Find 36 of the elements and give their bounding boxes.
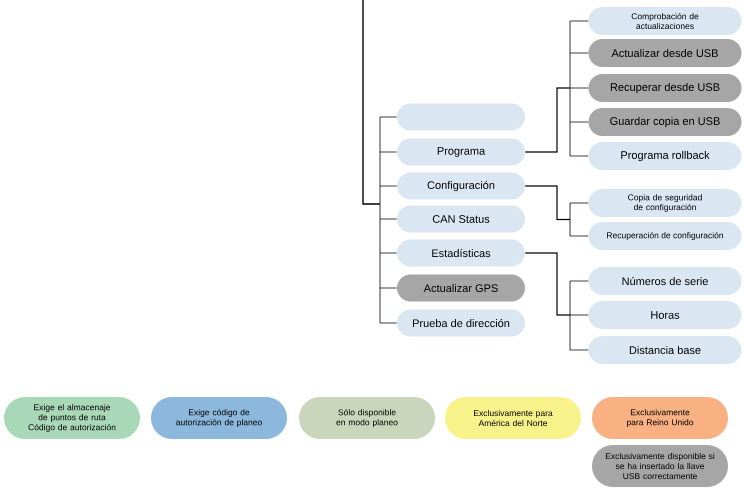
menu-pill: Horas	[588, 301, 742, 329]
connector-line	[570, 314, 589, 316]
menu-pill: Programa	[397, 138, 525, 166]
connector-line	[570, 202, 589, 204]
legend-item: Exclusivamente para América del Norte	[445, 397, 581, 439]
menu-pill: Prueba de dirección	[397, 310, 525, 336]
menu-pill: Configuración	[397, 172, 525, 200]
legend-item: Sólo disponible en modo planeo	[299, 397, 435, 439]
trunk-line	[525, 87, 570, 153]
connector-line	[380, 116, 398, 118]
menu-pill: Comprobación de actualizaciones	[588, 7, 742, 35]
menu-pill: Copia de seguridad de configuración	[588, 189, 742, 217]
connector-line	[380, 218, 398, 220]
menu-pill: Recuperación de configuración	[588, 222, 742, 250]
menu-pill: Números de serie	[588, 267, 742, 295]
trunk-line	[525, 185, 570, 220]
legend-item: Exige código de autorización de planeo	[151, 397, 287, 439]
legend-item: Exige el almacenaje de puntos de ruta Código de autorización	[4, 397, 140, 439]
connector-line	[570, 280, 589, 282]
legend-item: Exclusivamente para Reino Unido	[592, 397, 728, 439]
menu-pill: Actualizar GPS	[397, 274, 525, 302]
menu-pill: Guardar copia en USB	[588, 108, 742, 136]
trunk-line	[525, 252, 570, 316]
trunk-line	[362, 0, 380, 205]
connector-line	[570, 20, 589, 22]
menu-pill: Actualizar desde USB	[588, 39, 742, 67]
connector-line	[570, 52, 589, 54]
menu-pill: Estadísticas	[397, 240, 525, 266]
menu-pill: Distancia base	[588, 336, 742, 364]
menu-pill: CAN Status	[397, 206, 525, 232]
menu-pill	[397, 104, 525, 130]
menu-pill: Programa rollback	[588, 142, 742, 170]
connector-line	[380, 252, 398, 254]
connector-line	[380, 322, 398, 324]
legend-item: Exclusivamente disponible si se ha insertado la llave USB correctamente	[592, 445, 728, 487]
menu-pill: Recuperar desde USB	[588, 74, 742, 102]
